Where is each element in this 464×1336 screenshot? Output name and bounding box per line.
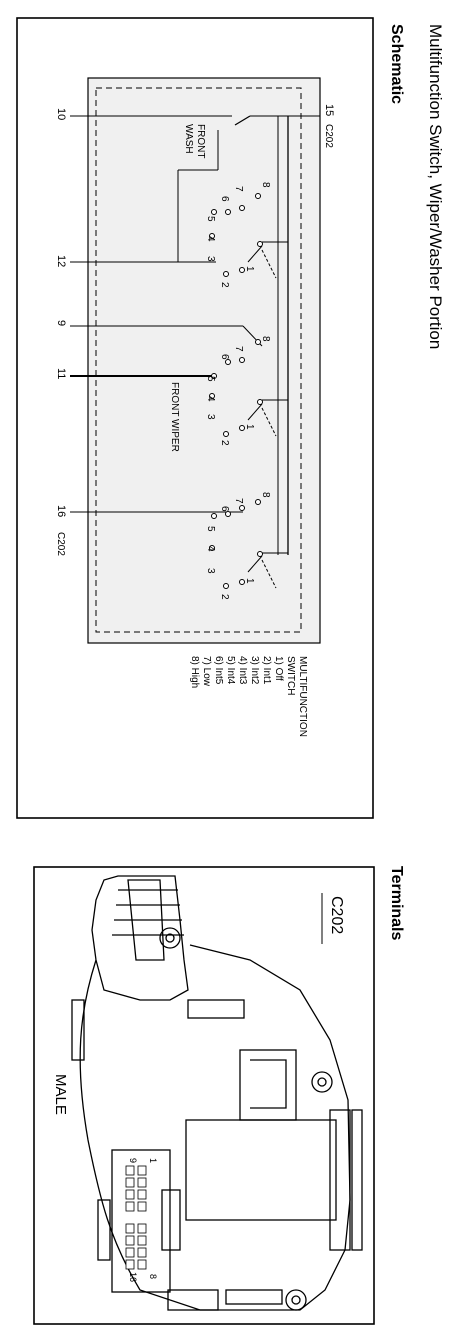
schematic-panel: 10 12 9 11 16 15 C202 C202 FRONT WASH FR…: [16, 17, 374, 819]
position-number: 3: [205, 414, 216, 420]
position-number: 5: [205, 526, 216, 532]
legend-item: 4) Int3: [237, 656, 248, 685]
terminals-heading: Terminals: [388, 866, 405, 941]
front-wash-label-line1: FRONT: [195, 124, 206, 158]
switch-contacts: [209, 193, 263, 589]
position-number: 5: [205, 216, 216, 222]
position-number: 6: [219, 354, 230, 360]
position-number: 4: [205, 546, 216, 552]
pin-label-11: 11: [55, 368, 67, 379]
position-number: 7: [233, 346, 244, 352]
position-number: 2: [219, 440, 230, 446]
deck-3-numbers: 8 7 6 5 4 3 2 1: [205, 492, 271, 600]
connector-housing-drawing: [71, 875, 363, 1311]
legend-title-line1: MULTIFUNCTION: [297, 656, 308, 737]
position-number: 1: [244, 424, 255, 430]
schematic-heading: Schematic: [388, 24, 405, 104]
position-number: 4: [205, 396, 216, 402]
terminals-panel: C202: [33, 866, 375, 1325]
connector-label-bottom: C202: [55, 532, 66, 556]
position-number: 6: [219, 196, 230, 202]
front-wiper-label: FRONT WIPER: [169, 382, 180, 452]
position-number: 8: [260, 336, 271, 342]
position-number: 2: [219, 282, 230, 288]
position-number: 1: [244, 266, 255, 272]
front-wash-label-line2: WASH: [183, 124, 194, 154]
terminals-connector-label: C202: [328, 896, 345, 934]
terminal-pin-label-8: 8: [148, 1274, 158, 1279]
position-number: 3: [205, 256, 216, 262]
position-number: 6: [219, 506, 230, 512]
switch-body: [87, 77, 321, 644]
connector-label-top: C202: [323, 124, 334, 148]
legend-item: 8) High: [189, 656, 200, 688]
pin-label-12: 12: [55, 255, 67, 267]
legend-item: 2) Int1: [261, 656, 272, 685]
pin-label-10: 10: [55, 108, 67, 120]
position-number: 2: [219, 594, 230, 600]
deck-1-numbers: 8 7 6 5 4 3 2 1: [205, 182, 271, 288]
position-number: 7: [233, 186, 244, 192]
legend-item: 6) Int5: [213, 656, 224, 685]
position-number: 7: [233, 498, 244, 504]
terminal-pin-label-9: 9: [128, 1158, 138, 1163]
pin-label-16: 16: [55, 505, 67, 517]
legend-item: 7) Low: [201, 656, 212, 687]
page-title: Multifunction Switch, Wiper/Washer Porti…: [426, 24, 445, 349]
position-number: 3: [205, 568, 216, 574]
position-number: 8: [260, 492, 271, 498]
deck-2-numbers: 8 7 6 5 4 3 2 1: [205, 336, 271, 446]
terminal-pin-label-1: 1: [148, 1158, 158, 1163]
position-number: 4: [205, 236, 216, 242]
terminal-pin-label-16: 16: [128, 1272, 138, 1282]
pin-label-15: 15: [323, 104, 335, 116]
pin-label-9: 9: [55, 320, 67, 326]
legend-item: 5) Int4: [225, 656, 236, 685]
switch-position-legend: MULTIFUNCTION SWITCH 1) Off 2) Int1 3) I…: [189, 656, 308, 737]
legend-title-line2: SWITCH: [285, 656, 296, 695]
legend-item: 1) Off: [273, 656, 284, 681]
terminal-pin-grid: [125, 1165, 147, 1270]
legend-item: 3) Int2: [249, 656, 260, 685]
position-number: 8: [260, 182, 271, 188]
position-number: 1: [244, 578, 255, 584]
connector-gender-label: MALE: [52, 1074, 69, 1115]
position-number: 5: [205, 376, 216, 382]
